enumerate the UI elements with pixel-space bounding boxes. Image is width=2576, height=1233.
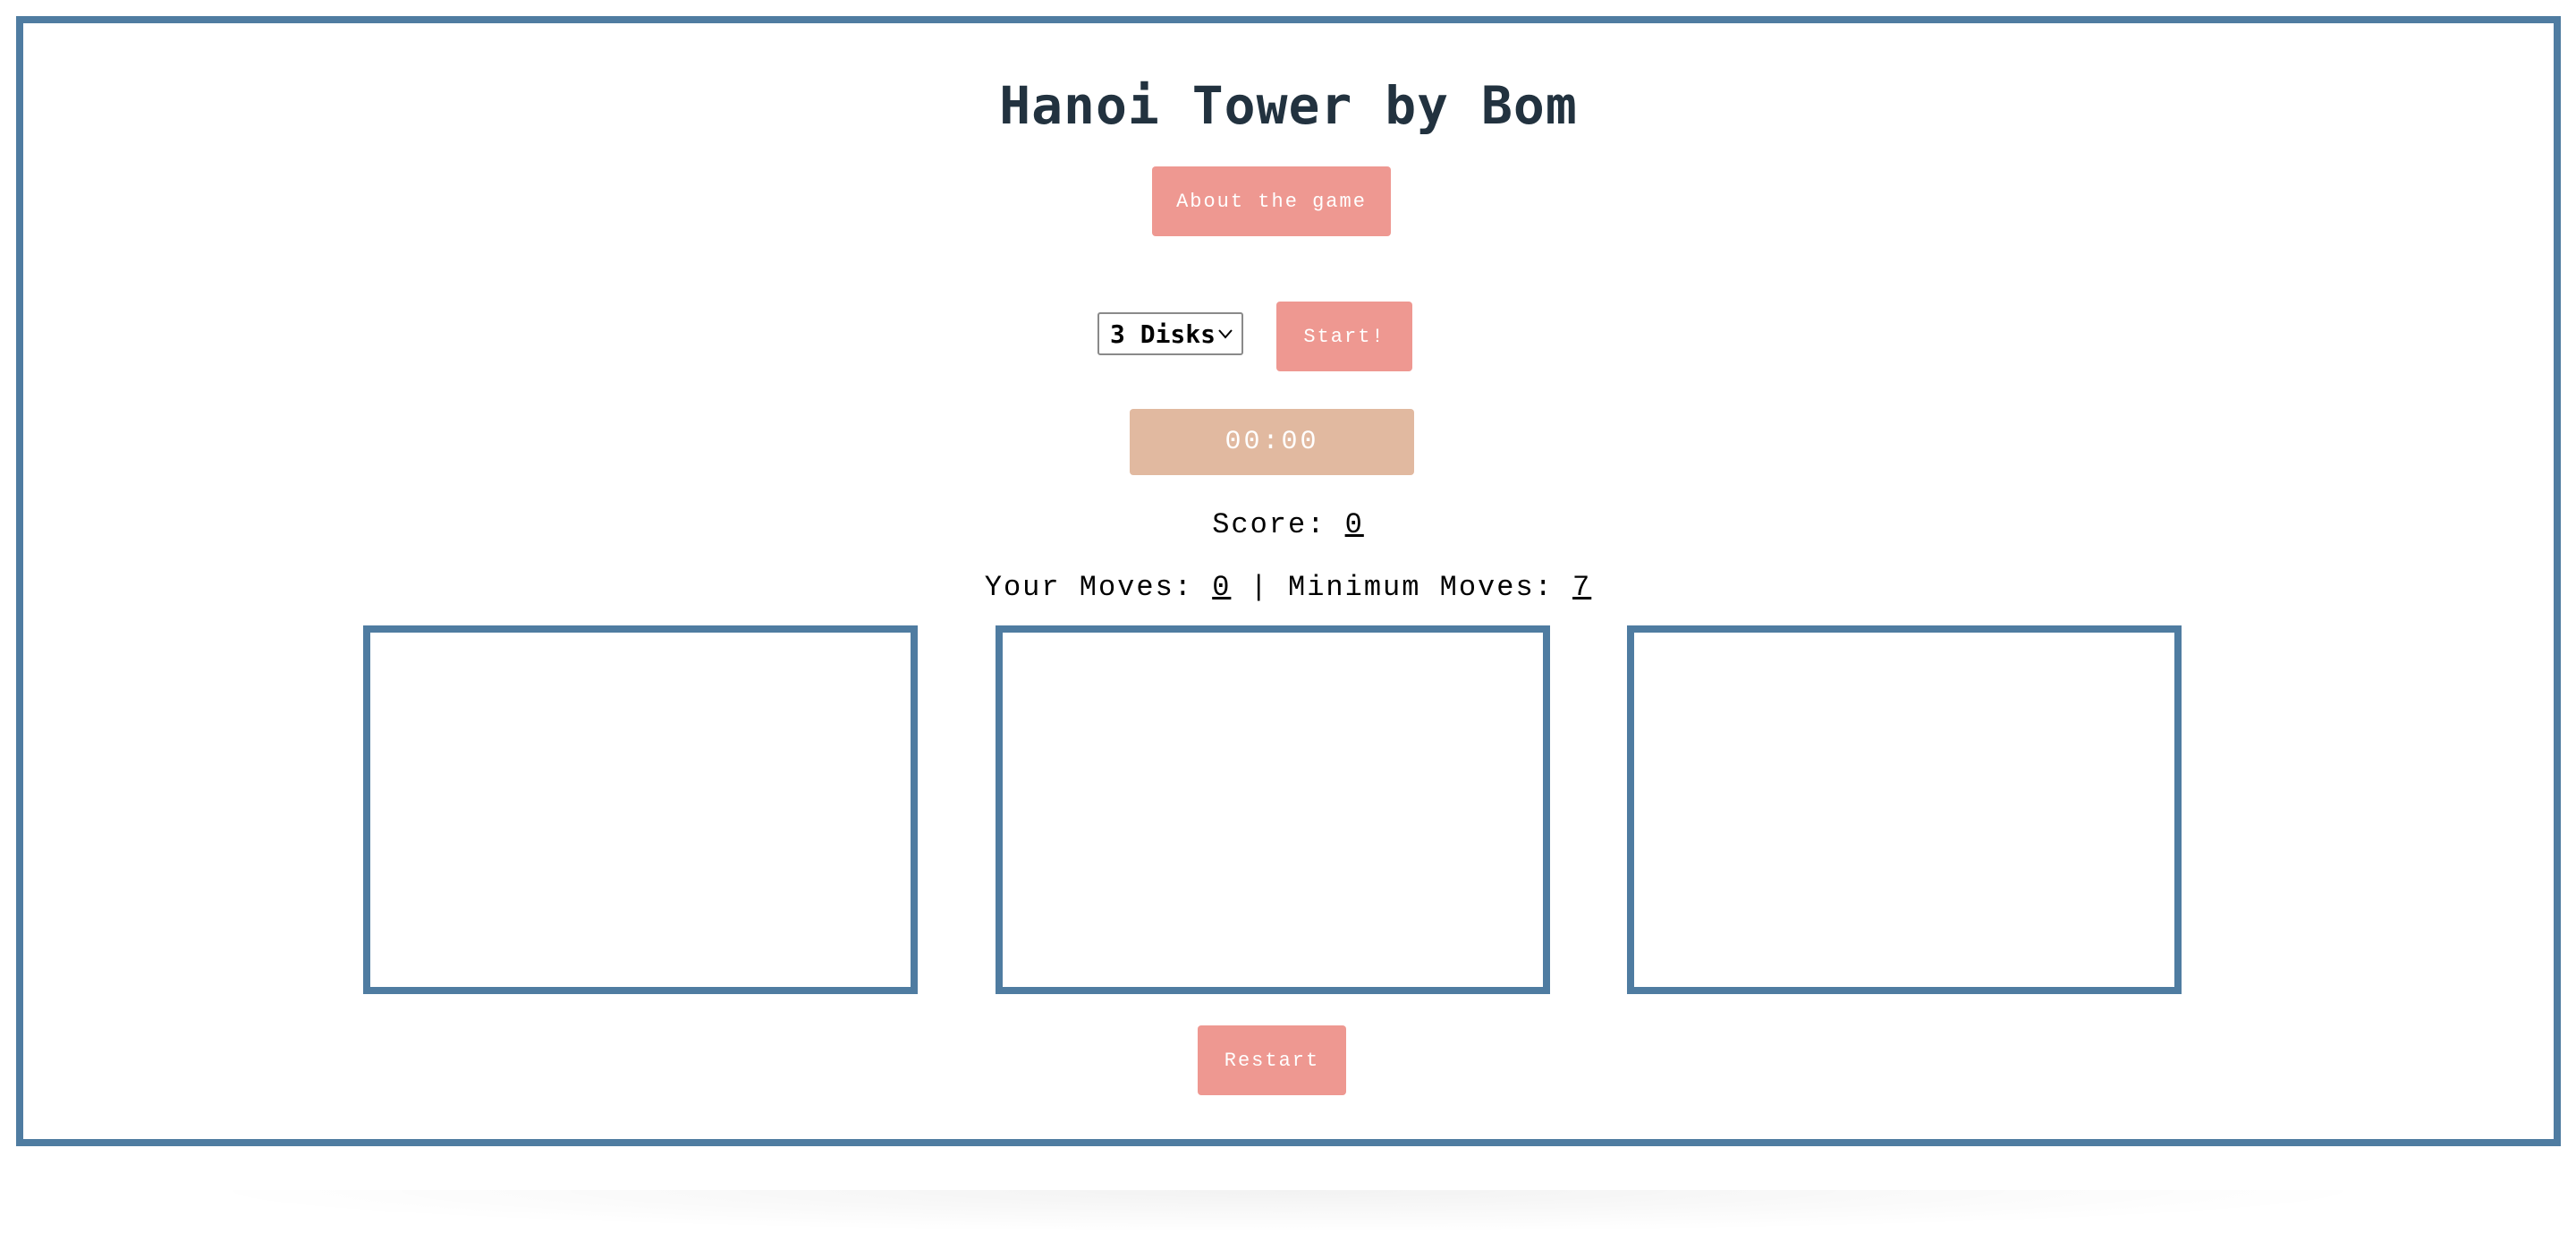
score-label: Score: xyxy=(1212,508,1345,541)
moves-separator: | xyxy=(1231,571,1288,604)
disk-count-select[interactable]: 3 Disks xyxy=(1097,312,1243,355)
tower-2[interactable] xyxy=(996,625,1550,994)
about-game-button[interactable]: About the game xyxy=(1152,166,1391,236)
tower-1[interactable] xyxy=(363,625,918,994)
page-title: Hanoi Tower by Bom xyxy=(999,75,1578,136)
minimum-moves-value: 7 xyxy=(1572,571,1592,604)
your-moves-label: Your Moves: xyxy=(984,571,1213,604)
chevron-down-icon xyxy=(1218,329,1233,339)
timer-display: 00:00 xyxy=(1130,409,1414,475)
page-bottom-shadow xyxy=(179,1190,2397,1233)
restart-button[interactable]: Restart xyxy=(1198,1025,1346,1095)
tower-3[interactable] xyxy=(1627,625,2182,994)
moves-line: Your Moves: 0 | Minimum Moves: 7 xyxy=(0,571,2576,604)
minimum-moves-label: Minimum Moves: xyxy=(1288,571,1573,604)
score-value: 0 xyxy=(1344,508,1364,541)
disk-select-value: 3 Disks xyxy=(1110,319,1216,349)
start-button[interactable]: Start! xyxy=(1276,302,1412,371)
your-moves-value: 0 xyxy=(1212,571,1232,604)
score-line: Score: 0 xyxy=(0,508,2576,541)
